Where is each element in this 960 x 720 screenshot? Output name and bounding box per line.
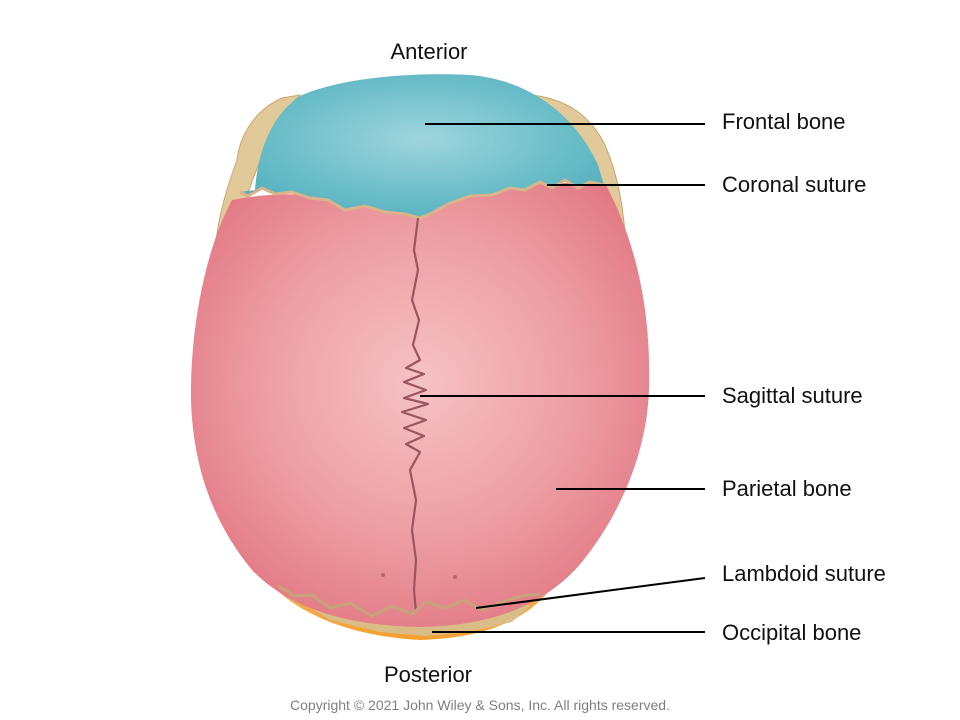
coronal-suture-line <box>239 178 605 220</box>
coronal-suture-label: Coronal suture <box>722 172 866 197</box>
anterior-label: Anterior <box>390 39 467 64</box>
frontal-bone-label: Frontal bone <box>722 109 846 134</box>
lambdoid-suture-leader <box>475 577 706 609</box>
parietal-bone-label: Parietal bone <box>722 476 852 501</box>
parietal-foramen-left <box>381 573 385 577</box>
sagittal-suture-label: Sagittal suture <box>722 383 863 408</box>
copyright-notice: Copyright © 2021 John Wiley & Sons, Inc.… <box>290 697 670 713</box>
parietal-foramen-right <box>453 575 457 579</box>
lambdoid-suture-label: Lambdoid suture <box>722 561 886 586</box>
parietal-bone <box>190 183 650 627</box>
occipital-bone-label: Occipital bone <box>722 620 861 645</box>
sagittal-suture-line <box>400 217 430 613</box>
frontal-bone <box>240 74 604 218</box>
posterior-label: Posterior <box>384 662 472 687</box>
occipital-sutural-bones <box>285 592 530 636</box>
